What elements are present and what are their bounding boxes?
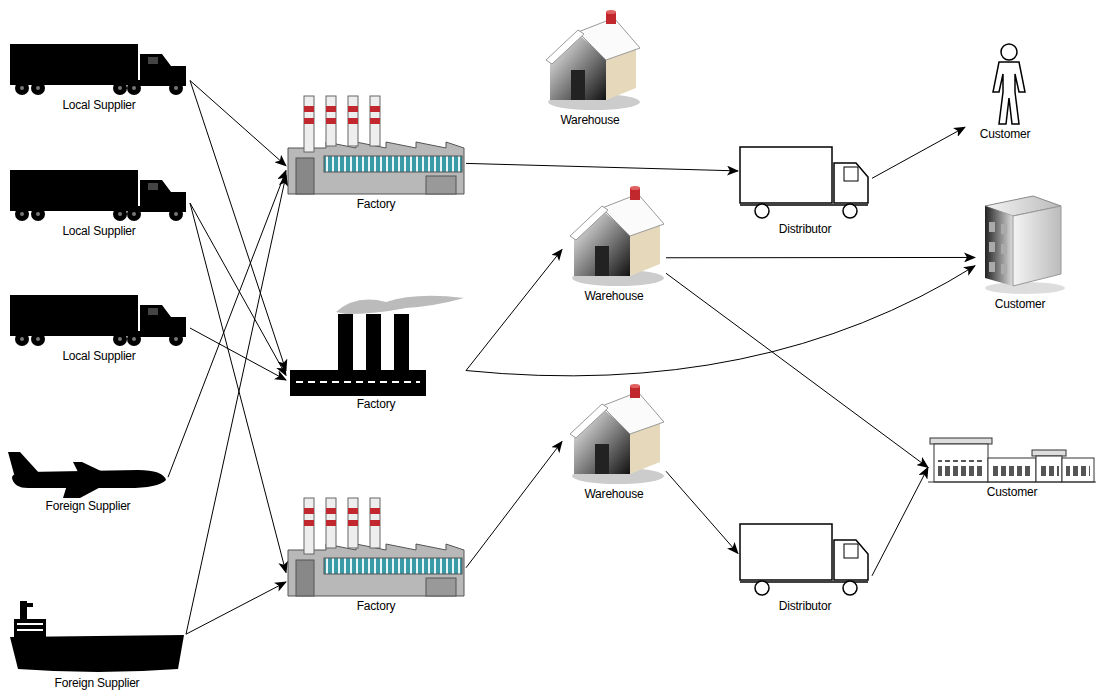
factory-icon: Factory <box>286 92 466 211</box>
node-label: Warehouse <box>562 289 666 303</box>
warehouse-icon: Warehouse <box>562 382 666 501</box>
flow-arrow <box>190 203 286 573</box>
node-label: Factory <box>286 197 466 211</box>
flow-arrow <box>666 273 928 467</box>
flow-arrow <box>466 266 975 376</box>
node-label: Local Supplier <box>8 224 190 238</box>
warehouse-icon <box>562 382 666 486</box>
factory-icon <box>286 494 466 598</box>
node-label: Factory <box>286 397 466 411</box>
supplier-plane: Foreign Supplier <box>8 448 168 513</box>
warehouse-icon: Warehouse <box>538 8 642 127</box>
flow-arrow <box>666 471 738 553</box>
flow-arrow <box>190 203 286 375</box>
truck-icon <box>8 42 190 97</box>
node-label: Customer <box>965 127 1045 141</box>
building-icon <box>975 192 1065 296</box>
person-icon <box>965 42 1045 126</box>
node-label: Foreign Supplier <box>8 499 168 513</box>
distributor-truck: Distributor <box>738 143 872 236</box>
node-label: Customer <box>975 297 1065 311</box>
node-label: Local Supplier <box>8 98 190 112</box>
flow-arrow <box>190 81 286 371</box>
truck-icon <box>8 168 190 223</box>
distributor-truck: Distributor <box>738 520 872 613</box>
warehouse-icon <box>538 8 642 112</box>
node-label: Warehouse <box>538 113 642 127</box>
warehouse-icon <box>562 184 666 288</box>
supplier-ship: Foreign Supplier <box>8 597 186 690</box>
flow-arrow <box>466 442 562 568</box>
flow-arrow <box>666 257 975 258</box>
truck-icon <box>8 293 190 348</box>
distributor-icon <box>738 520 872 598</box>
warehouse-icon: Warehouse <box>562 184 666 303</box>
customer-person: Customer <box>965 42 1045 141</box>
node-label: Foreign Supplier <box>8 676 186 690</box>
flow-arrow <box>872 127 965 178</box>
supplier-truck: Local Supplier <box>8 42 190 112</box>
flow-arrow <box>466 163 738 171</box>
flow-arrow <box>466 249 562 370</box>
factory-icon <box>286 92 466 196</box>
node-label: Distributor <box>738 599 872 613</box>
customer-building: Customer <box>975 192 1065 311</box>
flow-arrow <box>186 582 286 634</box>
flow-arrow <box>186 175 286 634</box>
supplier-truck: Local Supplier <box>8 168 190 238</box>
customer-store: Customer <box>928 436 1096 499</box>
factory-icon: Factory <box>286 292 466 411</box>
node-label: Factory <box>286 599 466 613</box>
plane-icon <box>8 448 168 498</box>
store-icon <box>928 436 1096 484</box>
distributor-icon <box>738 143 872 221</box>
factory-icon: Factory <box>286 494 466 613</box>
flow-arrow <box>872 468 928 576</box>
node-label: Warehouse <box>562 487 666 501</box>
flow-arrow <box>190 328 286 380</box>
node-label: Distributor <box>738 222 872 236</box>
supplier-truck: Local Supplier <box>8 293 190 363</box>
factory-dark-icon <box>286 292 466 396</box>
node-label: Customer <box>928 485 1096 499</box>
ship-icon <box>8 597 186 675</box>
node-label: Local Supplier <box>8 349 190 363</box>
